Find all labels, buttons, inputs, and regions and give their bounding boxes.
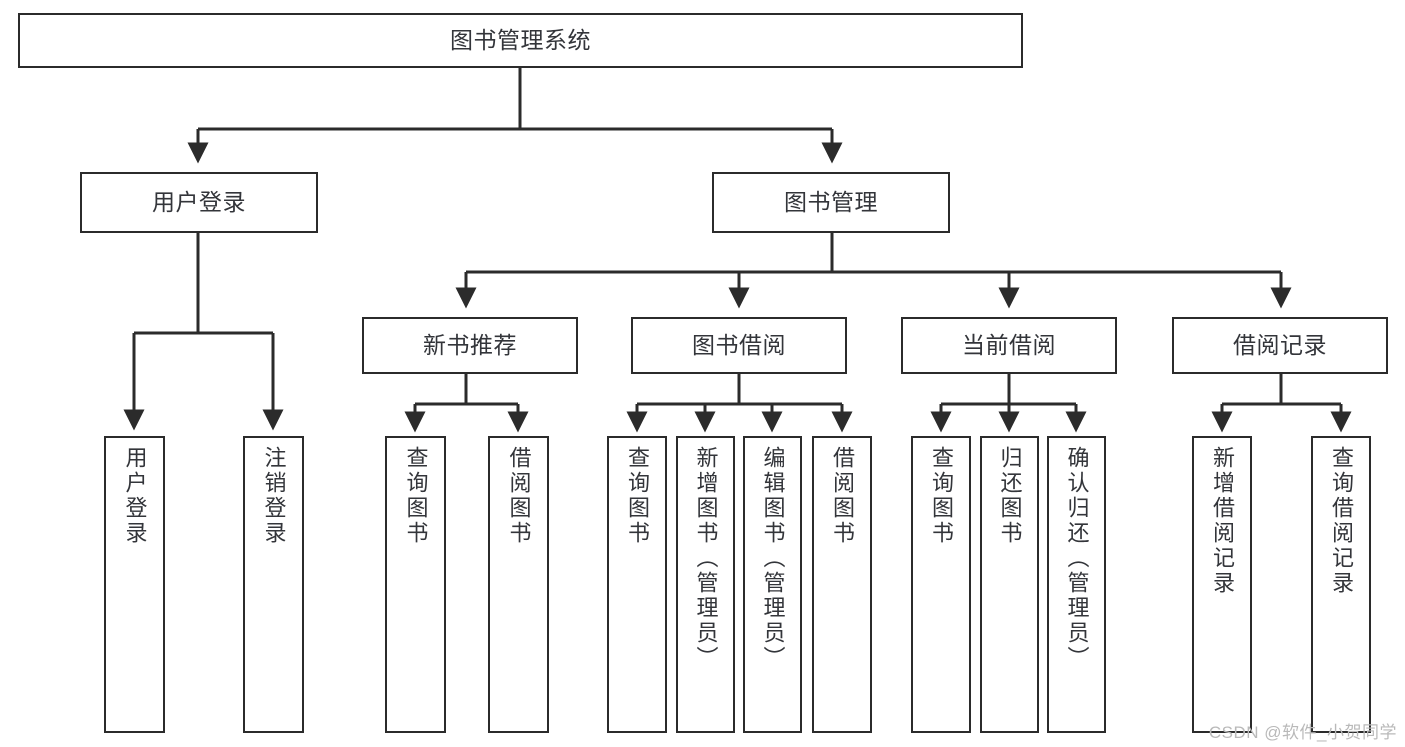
- node-label: 图书借阅: [692, 331, 786, 358]
- node-label: 查询图书: [929, 446, 954, 546]
- leaf-book-borrow-edit[interactable]: 编辑图书（管理员）: [743, 436, 802, 733]
- node-label: 图书管理系统: [450, 26, 591, 53]
- node-label: 新书推荐: [423, 331, 517, 358]
- leaf-new-book-query[interactable]: 查询图书: [385, 436, 446, 733]
- node-label: 确认归还（管理员）: [1064, 446, 1090, 671]
- leaf-book-borrow-borrow[interactable]: 借阅图书: [812, 436, 872, 733]
- leaf-current-borrow-return[interactable]: 归还图书: [980, 436, 1039, 733]
- leaf-borrow-record-add[interactable]: 新增借阅记录: [1192, 436, 1252, 733]
- node-root-system[interactable]: 图书管理系统: [18, 13, 1023, 68]
- leaf-borrow-record-query[interactable]: 查询借阅记录: [1311, 436, 1371, 733]
- node-label: 注销登录: [261, 446, 287, 546]
- node-borrow-record[interactable]: 借阅记录: [1172, 317, 1388, 374]
- node-label: 查询图书: [625, 446, 650, 546]
- node-label: 用户登录: [152, 188, 246, 215]
- node-user-login[interactable]: 用户登录: [80, 172, 318, 233]
- node-label: 借阅图书: [830, 446, 855, 546]
- node-label: 新增借阅记录: [1210, 446, 1235, 596]
- node-label: 归还图书: [997, 446, 1023, 546]
- leaf-user-login-logout[interactable]: 注销登录: [243, 436, 304, 733]
- leaf-new-book-borrow[interactable]: 借阅图书: [488, 436, 549, 733]
- node-label: 图书管理: [784, 188, 878, 215]
- leaf-current-borrow-query[interactable]: 查询图书: [911, 436, 971, 733]
- node-label: 当前借阅: [962, 331, 1056, 358]
- leaf-book-borrow-add[interactable]: 新增图书（管理员）: [676, 436, 735, 733]
- leaf-current-borrow-confirm[interactable]: 确认归还（管理员）: [1047, 436, 1106, 733]
- node-label: 新增图书（管理员）: [693, 446, 719, 671]
- node-label: 查询借阅记录: [1329, 446, 1354, 596]
- node-new-book-recommend[interactable]: 新书推荐: [362, 317, 578, 374]
- node-label: 编辑图书（管理员）: [760, 446, 786, 671]
- node-current-borrow[interactable]: 当前借阅: [901, 317, 1117, 374]
- node-label: 借阅图书: [506, 446, 532, 546]
- node-label: 查询图书: [403, 446, 429, 546]
- node-book-management[interactable]: 图书管理: [712, 172, 950, 233]
- watermark: CSDN @软件_小贺同学: [1208, 723, 1397, 742]
- leaf-user-login-login[interactable]: 用户登录: [104, 436, 165, 733]
- node-label: 借阅记录: [1233, 331, 1327, 358]
- node-label: 用户登录: [122, 446, 148, 546]
- node-book-borrow[interactable]: 图书借阅: [631, 317, 847, 374]
- leaf-book-borrow-query[interactable]: 查询图书: [607, 436, 667, 733]
